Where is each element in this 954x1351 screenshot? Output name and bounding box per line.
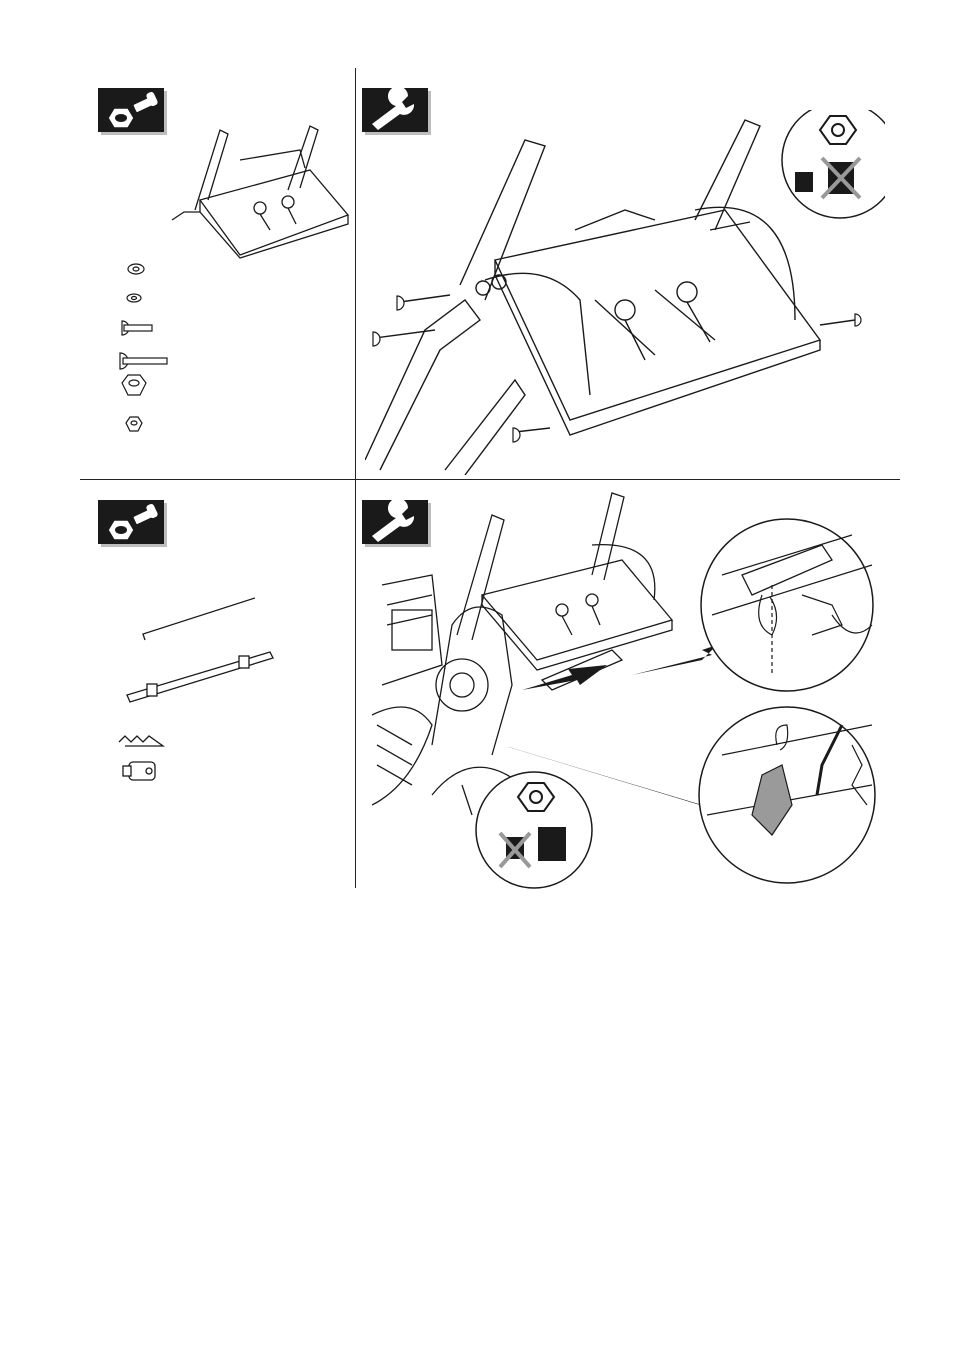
- shift-rod: [143, 598, 255, 640]
- detail-callout-lever: [699, 707, 875, 883]
- horizontal-divider: [80, 479, 900, 480]
- hardware-icon: [98, 88, 164, 132]
- detail-callout-cable: [701, 519, 873, 691]
- step-1-parts-list: [110, 255, 180, 445]
- torque-callout-step-2: [476, 772, 592, 888]
- vertical-divider: [355, 68, 356, 888]
- handle-assembly-illustration: [365, 110, 885, 475]
- carriage-bolt-long: [120, 353, 167, 369]
- step-2-parts-list: [115, 590, 285, 800]
- snowthrower-assembly-illustration: [372, 485, 892, 895]
- hairpin-clip: [119, 736, 163, 746]
- torque-callout-step-1: [782, 110, 885, 218]
- hardware-icon: [98, 500, 164, 544]
- carriage-bolt-short: [122, 321, 152, 335]
- flat-washer-small: [127, 294, 141, 302]
- support-bracket: [127, 652, 273, 702]
- lock-nut-large: [122, 375, 146, 395]
- lock-nut-small: [126, 417, 142, 431]
- handle-overview-illustration: [170, 120, 350, 260]
- ferrule: [123, 762, 155, 780]
- flat-washer-large: [128, 264, 144, 274]
